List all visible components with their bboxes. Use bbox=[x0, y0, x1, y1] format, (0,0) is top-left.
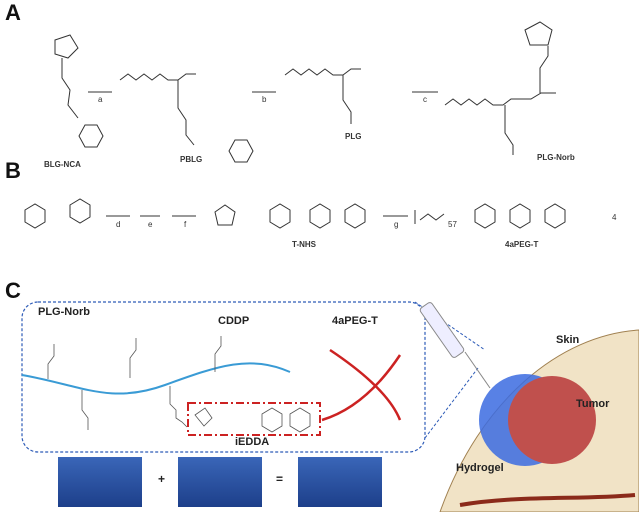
label-iedda: iEDDA bbox=[235, 436, 270, 448]
label-hydrogel: Hydrogel bbox=[456, 462, 504, 474]
step-d: d bbox=[116, 220, 121, 229]
reaction-arrows bbox=[88, 91, 438, 217]
benzene-ring bbox=[78, 124, 104, 148]
peg-star bbox=[321, 348, 402, 422]
compound-blg-nca: BLG-NCA bbox=[44, 160, 81, 169]
panel-label-b: B bbox=[5, 158, 21, 183]
arm-count: 4 bbox=[612, 213, 617, 222]
label-tumor: Tumor bbox=[576, 398, 610, 410]
step-b: b bbox=[262, 95, 267, 104]
syringe-icon bbox=[419, 302, 491, 389]
step-a: a bbox=[98, 95, 103, 104]
step-c: c bbox=[423, 95, 427, 104]
photo-vial-peg bbox=[178, 457, 262, 507]
photo-vial-hydrogel bbox=[298, 457, 382, 507]
label-cddp: CDDP bbox=[218, 315, 250, 327]
step-g: g bbox=[394, 220, 399, 229]
tumor-blob bbox=[508, 376, 596, 464]
panel-label-c: C bbox=[5, 278, 21, 303]
callout-line bbox=[414, 301, 486, 351]
scheme-b-structures bbox=[24, 198, 566, 229]
compound-pblg: PBLG bbox=[180, 155, 203, 164]
scheme-a-structures bbox=[54, 21, 556, 163]
compound-4apeg-t: 4aPEG-T bbox=[505, 240, 539, 249]
label-plg-norb: PLG-Norb bbox=[38, 306, 90, 318]
step-f: f bbox=[184, 220, 187, 229]
label-skin: Skin bbox=[556, 334, 580, 346]
blood-vessel bbox=[459, 493, 636, 507]
step-e: e bbox=[148, 220, 153, 229]
equals-sign: = bbox=[276, 472, 284, 486]
zoom-box bbox=[21, 301, 426, 453]
plus-sign: + bbox=[158, 472, 166, 486]
nca-ring bbox=[54, 34, 79, 59]
label-4apeg-t: 4aPEG-T bbox=[332, 315, 378, 327]
iedda-box bbox=[187, 402, 321, 436]
peg-repeat: 57 bbox=[448, 220, 457, 229]
photo-vial-plg-norb bbox=[58, 457, 142, 507]
compound-t-nhs: T-NHS bbox=[292, 240, 316, 249]
compound-plg-norb: PLG-Norb bbox=[537, 153, 575, 162]
side-chains bbox=[47, 336, 311, 433]
polymer-backbone bbox=[21, 362, 291, 395]
compound-plg: PLG bbox=[345, 132, 362, 141]
panel-label-a: A bbox=[5, 0, 21, 25]
